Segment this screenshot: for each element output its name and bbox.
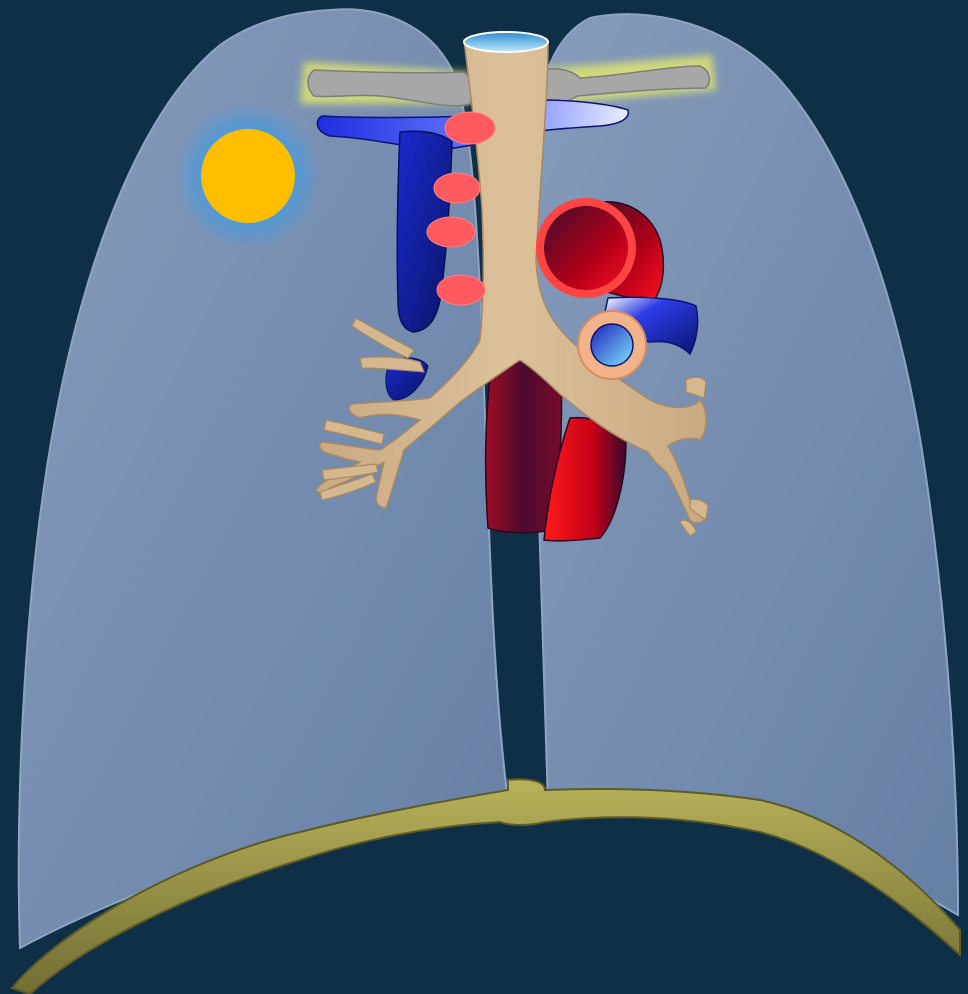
pulmonary-artery [591, 324, 633, 366]
apical-tumor [201, 129, 295, 223]
lymph-node [427, 217, 475, 247]
trachea-opening [464, 32, 548, 52]
lymph-node [434, 173, 480, 203]
lymph-node [445, 112, 495, 144]
aortic-arch [540, 202, 632, 294]
lymph-node [437, 275, 485, 305]
